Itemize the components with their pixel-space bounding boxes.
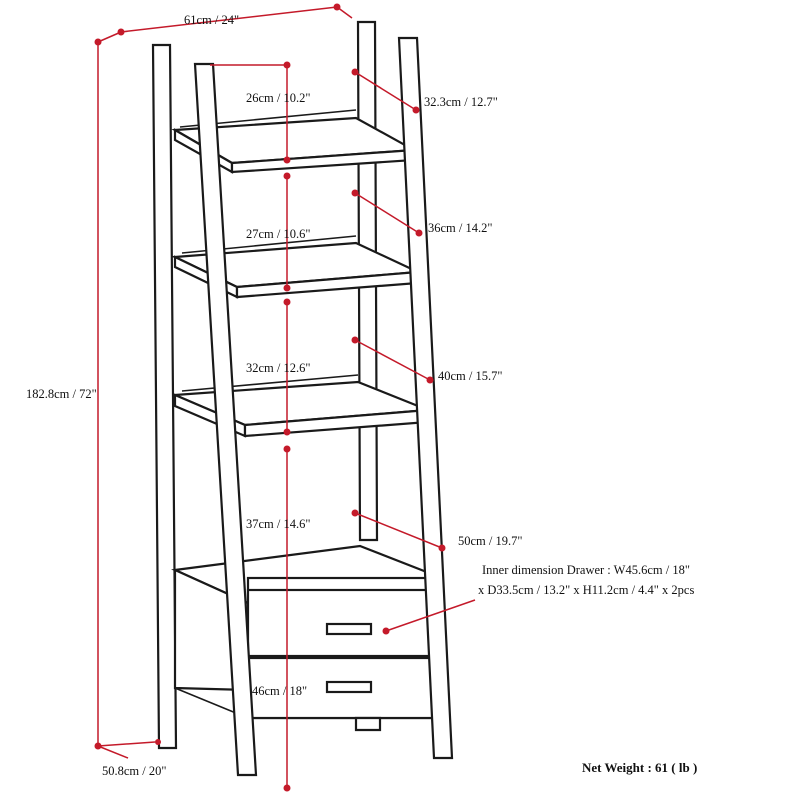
bookcase-drawing — [151, 20, 454, 777]
height-label: 182.8cm / 72" — [26, 387, 97, 401]
shelf-3 — [173, 374, 430, 438]
shelf2-gap-label: 27cm / 10.6" — [246, 227, 310, 241]
shelf4-gap-label: 37cm / 14.6" — [246, 517, 310, 531]
front-right-leg — [397, 36, 454, 760]
drawer-note-line2: x D33.5cm / 13.2" x H11.2cm / 4.4" x 2pc… — [478, 583, 694, 597]
dimension-lines — [94, 3, 476, 792]
drawer-cabinet — [171, 544, 444, 732]
drawer-note-line1: Inner dimension Drawer : W45.6cm / 18" — [482, 563, 690, 577]
shelf2-depth-label: 36cm / 14.2" — [428, 221, 492, 235]
cabinet-foot — [354, 716, 382, 732]
bottom-gap-label: 46cm / 18" — [252, 684, 307, 698]
drawer-top-handle — [325, 622, 373, 636]
shelf3-depth-label: 40cm / 15.7" — [438, 369, 502, 383]
shelf1-gap-label: 26cm / 10.2" — [246, 91, 310, 105]
drawer-bottom-handle — [325, 680, 373, 694]
shelf4-depth-label: 50cm / 19.7" — [458, 534, 522, 548]
shelf3-gap-label: 32cm / 12.6" — [246, 361, 310, 375]
net-weight-label: Net Weight : 61 ( lb ) — [582, 760, 697, 775]
top-width-label: 61cm / 24" — [184, 13, 239, 27]
shelf1-depth-label: 32.3cm / 12.7" — [424, 95, 498, 109]
front-left-leg — [193, 62, 258, 777]
dimension-labels: 61cm / 24" 182.8cm / 72" 50.8cm / 20" 26… — [26, 13, 697, 778]
rear-left-post — [151, 43, 178, 750]
base-depth-label: 50.8cm / 20" — [102, 764, 166, 778]
